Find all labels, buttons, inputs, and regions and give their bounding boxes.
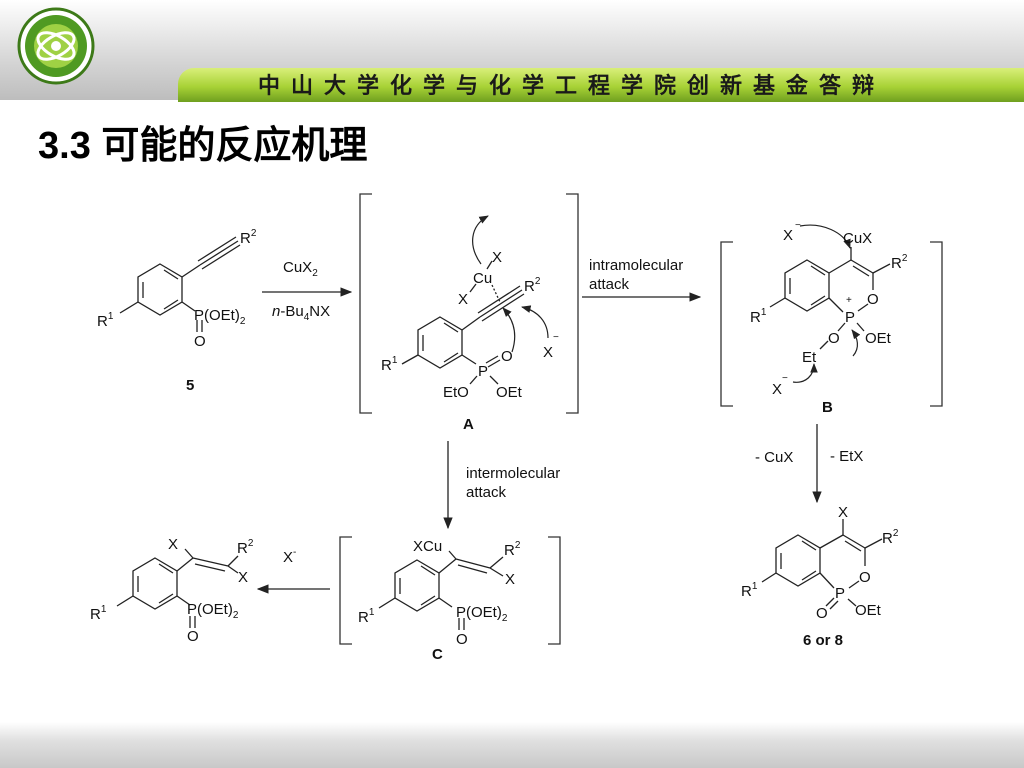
product-bonds [761,519,883,610]
intermediate-b-o-ring: O [867,291,879,308]
compound-5-oxo: O [194,333,206,350]
product-r2: R2 [882,528,899,547]
reagent-cux2: CuX2 [283,259,318,279]
intermediate-c-label: C [432,646,443,663]
intermediate-a-bracket-left [359,193,372,414]
intermediate-b-x-minus: X [783,227,793,244]
intermediate-b-curved-arrow-x-cu [799,224,851,249]
intermediate-c: XCu R2 X R1 P(OEt)2 O C [339,536,561,663]
intermediate-a-o: O [501,348,513,365]
final-r2: R2 [237,538,254,557]
university-logo-icon [17,7,95,85]
final-phosphonate: P(OEt)2 [187,601,239,621]
intermediate-b-r2: R2 [891,253,908,272]
elimination-etx: - EtX [830,448,863,465]
reagent-ammonium: n-Bu4NX [272,303,330,323]
intermediate-a-bonds [401,260,525,385]
footer-band [0,722,1024,768]
intermediate-a-cu: Cu [473,270,492,287]
intermediate-a-curved-arrow-x [521,305,549,339]
final-dihalide-product: X R2 X R1 P(OEt)2 O [90,536,254,645]
intermediate-a-x-left: X [458,291,468,308]
product-o-ring: O [859,569,871,586]
intermediate-c-xcu: XCu [413,538,442,555]
elimination-cux: - CuX [755,449,793,466]
product-p: P [835,585,845,602]
intermediate-b-oet: OEt [865,330,892,347]
intermediate-b: X − CuX R2 R1 + P O O OEt Et X − B [720,220,943,416]
compound-5-r2: R2 [240,228,257,247]
product-r1: R1 [741,581,758,600]
product-6-or-8: X R2 R1 P O O OEt 6 or 8 [741,504,899,649]
intermediate-b-o: O [828,330,840,347]
compound-5-bonds [119,236,241,332]
final-x-top: X [168,536,178,553]
slide-title-number: 3.3 [38,125,91,167]
intermediate-b-x2: X [772,381,782,398]
intramolecular-label-line1: intramolecular [589,257,683,274]
intermediate-a: X Cu X R2 X − R1 P O EtO OEt A [359,193,579,433]
intermediate-b-cux: CuX [843,230,872,247]
compound-5: R2 P(OEt)2 O R1 5 [97,228,257,394]
intermediate-a-x-minus: X [543,344,553,361]
intermediate-a-eto: EtO [443,384,469,401]
intermediate-b-x2-charge: − [782,373,788,384]
intermediate-b-curved-arrow-o-p [851,329,861,357]
final-oxo: O [187,628,199,645]
intermediate-c-x: X [505,571,515,588]
intermediate-b-bonds [769,247,891,350]
compound-5-label: 5 [186,377,194,394]
intermediate-a-bracket-right [566,193,579,414]
final-arrow-x-minus: X- [283,547,296,566]
intermediate-a-label: A [463,416,474,433]
intermediate-c-r2: R2 [504,540,521,559]
compound-5-r1: R1 [97,311,114,330]
intermediate-b-label: B [822,399,833,416]
intermediate-a-oet: OEt [496,384,523,401]
product-oet: OEt [855,602,882,619]
intermediate-a-x-minus-charge: − [553,332,559,343]
slide-title: 3.3 可能的反应机理 [38,124,367,168]
intermediate-b-plus: + [846,295,852,306]
product-label: 6 or 8 [803,632,843,649]
header-green-band [178,68,1024,102]
intermediate-b-p: P [845,309,855,326]
product-o: O [816,605,828,622]
intermediate-c-oxo: O [456,631,468,648]
intermediate-b-x-minus-charge: − [795,220,801,231]
product-x: X [838,504,848,521]
intermediate-b-et: Et [802,349,817,366]
intermediate-c-bracket-left [339,536,352,645]
intermediate-a-r1: R1 [381,355,398,374]
slide-title-text: 可能的反应机理 [101,125,368,167]
intramolecular-label-line2: attack [589,276,630,293]
intermolecular-label-line2: attack [466,484,507,501]
intermediate-b-bracket-left [720,241,733,407]
intermediate-a-p: P [478,363,488,380]
intermediate-a-curved-arrow-o [502,307,516,353]
intermediate-c-bracket-right [548,536,561,645]
intermediate-b-r1: R1 [750,307,767,326]
final-bonds [116,548,239,628]
intermediate-a-x-top: X [492,249,502,266]
intermediate-c-r1: R1 [358,607,375,626]
intermediate-c-bonds [378,550,504,630]
intermediate-c-phosphonate: P(OEt)2 [456,604,508,624]
intermediate-b-curved-arrow-x-et [792,363,818,383]
header-banner-text: 中山大学化学与化学工程学院创新基金答辩 [258,73,886,99]
intermediate-a-curved-arrow-cu [472,215,489,265]
final-x-right: X [238,569,248,586]
intermediate-b-bracket-right [930,241,943,407]
intermolecular-label-line1: intermolecular [466,465,560,482]
final-r1: R1 [90,604,107,623]
compound-5-phosphonate: P(OEt)2 [194,307,246,327]
intermediate-a-r2: R2 [524,276,541,295]
